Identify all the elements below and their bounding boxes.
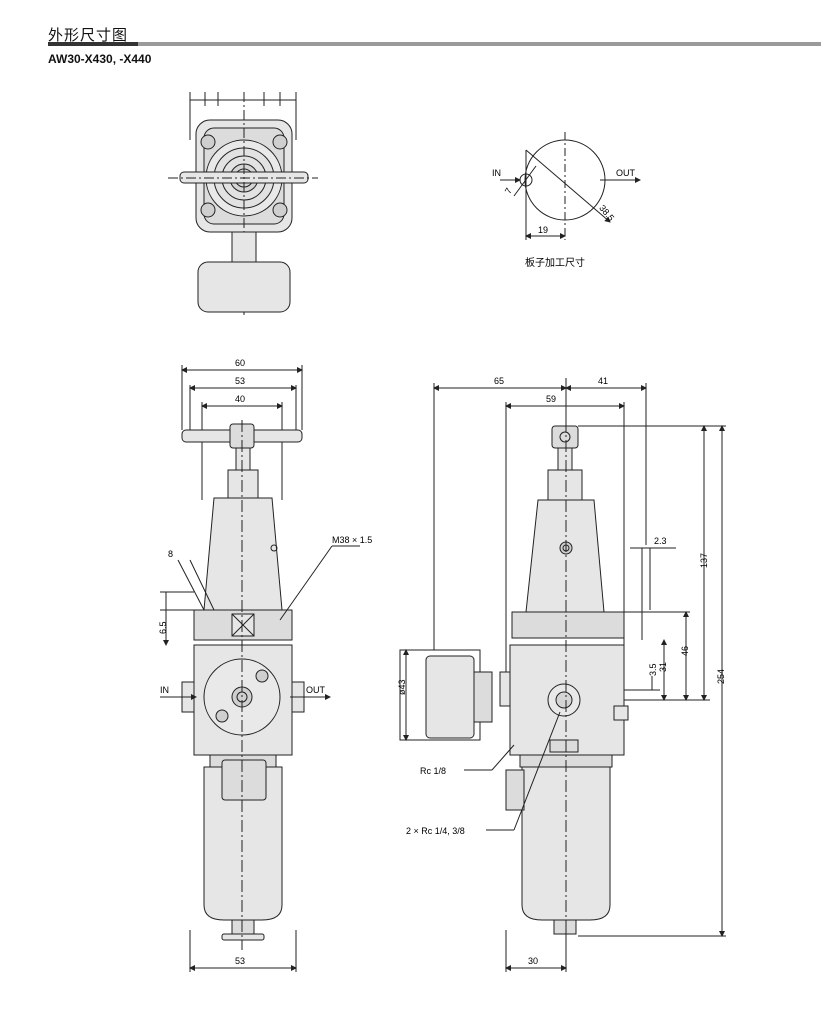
side-dim-65: 65 (494, 376, 504, 386)
model-number: AW30-X430, -X440 (48, 52, 152, 66)
side-view (399, 378, 726, 975)
front-dim-6-5: 6.5 (158, 621, 168, 634)
front-in-label: IN (160, 685, 169, 695)
page-title: 外形尺寸图 (48, 26, 129, 44)
top-view (168, 92, 318, 315)
side-dim-3-5: 3.5 (648, 663, 658, 676)
plate-caption: 板子加工尺寸 (525, 256, 585, 269)
side-dim-254: 254 (716, 669, 726, 684)
front-dim-60: 60 (235, 358, 245, 368)
plate-in-label: IN (492, 168, 501, 178)
plate-dim-19: 19 (538, 225, 548, 235)
side-dim-137: 137 (699, 553, 709, 568)
side-port-rc18: Rc 1/8 (420, 766, 446, 776)
side-dim-46: 46 (680, 646, 690, 656)
front-dim-40: 40 (235, 394, 245, 404)
title-rule (138, 42, 821, 46)
plate-dim-7: 7 (503, 186, 514, 195)
front-dim-8: 8 (168, 549, 173, 559)
title-underline (48, 42, 138, 46)
plate-detail (500, 132, 641, 240)
side-dim-phi43: ø43 (397, 679, 407, 695)
side-port-rc14: 2 × Rc 1/4, 3/8 (406, 826, 465, 836)
front-out-label: OUT (306, 685, 326, 695)
side-dim-41: 41 (598, 376, 608, 386)
front-view (160, 365, 360, 972)
side-dim-2-3: 2.3 (654, 536, 667, 546)
header: 外形尺寸图 AW30-X430, -X440 (0, 0, 821, 75)
front-dim-53-top: 53 (235, 376, 245, 386)
side-dim-31: 31 (658, 662, 668, 672)
front-thread-label: M38 × 1.5 (332, 535, 372, 545)
side-dim-59: 59 (546, 394, 556, 404)
plate-out-label: OUT (616, 168, 636, 178)
side-dim-30: 30 (528, 956, 538, 966)
front-dim-53-bottom: 53 (235, 956, 245, 966)
